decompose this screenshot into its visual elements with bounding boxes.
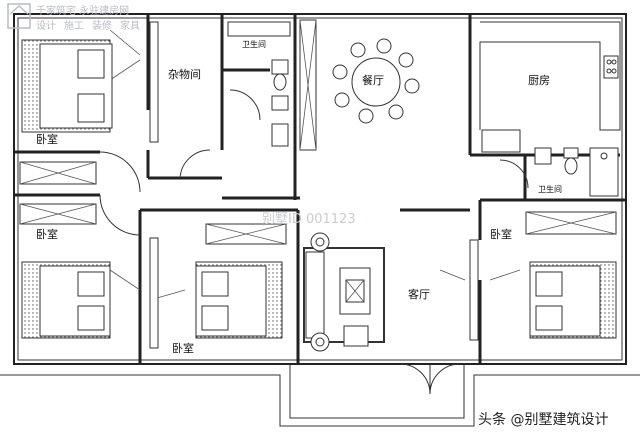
room-label-living: 客厅	[408, 287, 430, 301]
watermark-id: 别墅ID 001123	[262, 212, 356, 227]
source-credit: 头条 @别墅建筑设计	[478, 411, 608, 428]
room-label-kitchen: 厨房	[528, 74, 550, 87]
room-label-bathroom-e: 卫生间	[538, 184, 562, 194]
room-label-bathroom-n: 卫生间	[242, 39, 266, 49]
interior-walls	[14, 14, 626, 364]
room-label-bedroom-w: 卧室	[36, 227, 58, 241]
logo-company-name: 千家筑宅 永驻建房网	[36, 4, 129, 17]
dining-table	[332, 38, 420, 124]
room-label-bedroom-s: 卧室	[172, 341, 194, 355]
bed-s	[195, 261, 283, 339]
room-label-bedroom-e: 卧室	[490, 227, 512, 241]
bathroom-e-fixtures	[534, 147, 619, 197]
bed-nw	[21, 39, 113, 133]
room-label-dining: 餐厅	[362, 73, 384, 87]
bathroom-n-fixtures	[227, 21, 291, 147]
company-logo: 千家筑宅 永驻建房网 设计 施工 装修 家具	[7, 3, 140, 32]
windows	[19, 19, 617, 301]
logo-service-3: 家具	[120, 19, 140, 32]
room-label-storage: 杂物间	[168, 67, 201, 81]
bed-e	[529, 261, 617, 339]
logo-service-2: 装修	[92, 19, 112, 32]
kitchen-counter	[479, 21, 621, 153]
logo-service-0: 设计	[36, 19, 56, 32]
room-label-bedroom-nw: 卧室	[36, 132, 58, 146]
logo-service-1: 施工	[64, 19, 84, 32]
exterior-walls	[0, 13, 640, 427]
doors	[99, 89, 529, 395]
wardrobes	[149, 21, 479, 349]
bed-w	[21, 261, 111, 339]
living-sofa-set	[303, 232, 385, 352]
